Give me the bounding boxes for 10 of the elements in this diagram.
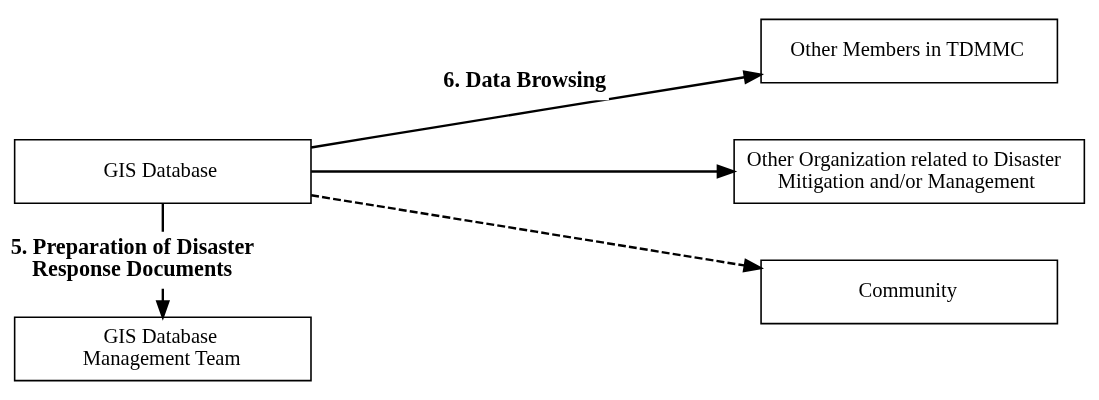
- node-box: Other Members in TDMMC: [760, 18, 1059, 84]
- node-box: Community: [760, 259, 1059, 325]
- arrow: [311, 194, 765, 273]
- node-box: GIS Database Management Team: [13, 316, 312, 382]
- arrow: [310, 70, 765, 149]
- node-box: GIS Database: [13, 139, 312, 204]
- edge-label: 6. Data Browsing: [443, 67, 607, 93]
- edge-label: 5. Preparation of Disaster Response Documents: [10, 234, 255, 282]
- arrow: [311, 164, 738, 179]
- node-box: Other Organization related to Disaster Mitigation and/or Management: [733, 139, 1086, 204]
